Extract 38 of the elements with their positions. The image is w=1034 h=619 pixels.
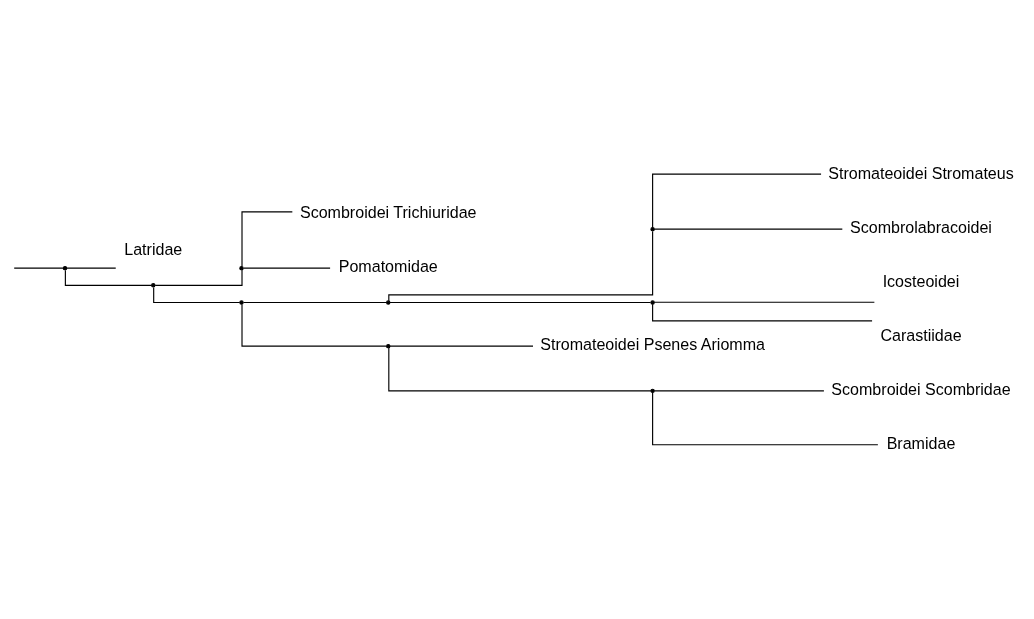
connector <box>388 347 652 391</box>
node-text: Pomatomidae <box>338 256 438 275</box>
node-point <box>650 299 655 305</box>
node-point <box>386 299 391 305</box>
connector <box>153 286 241 303</box>
connector <box>388 230 654 301</box>
node-text: Icosteoidei <box>882 271 960 290</box>
node-point <box>239 299 244 305</box>
connector <box>243 267 331 269</box>
node-point <box>151 282 156 288</box>
connector <box>13 267 64 269</box>
node-text: Stromateoidei Stromateus <box>828 163 1014 182</box>
node-text: Carastiidae <box>880 325 962 344</box>
connector <box>389 345 534 347</box>
connector <box>652 391 879 445</box>
node-point <box>239 265 244 270</box>
node-text: Scombroidei Scombridae <box>831 379 1011 398</box>
connector <box>652 173 822 228</box>
node-text: Stromateoidei Psenes Ariomma <box>540 334 765 353</box>
connector <box>64 269 152 286</box>
connector <box>652 303 873 321</box>
connector <box>241 303 387 347</box>
node-point <box>650 388 655 393</box>
connector <box>653 301 875 303</box>
connector <box>389 301 652 303</box>
node-text: Bramidae <box>886 433 956 452</box>
node-text: Scombroidei Trichiuridae <box>299 202 477 221</box>
connector <box>66 267 117 269</box>
node-text: Scombrolabracoidei <box>850 217 992 236</box>
node-point <box>650 226 655 231</box>
connector <box>653 389 825 391</box>
node-point <box>62 265 68 270</box>
node-point <box>386 343 391 348</box>
node-text: Latridae <box>124 239 183 258</box>
connector <box>653 228 843 230</box>
connector <box>154 268 243 286</box>
connector <box>243 301 387 303</box>
connector <box>241 210 293 267</box>
